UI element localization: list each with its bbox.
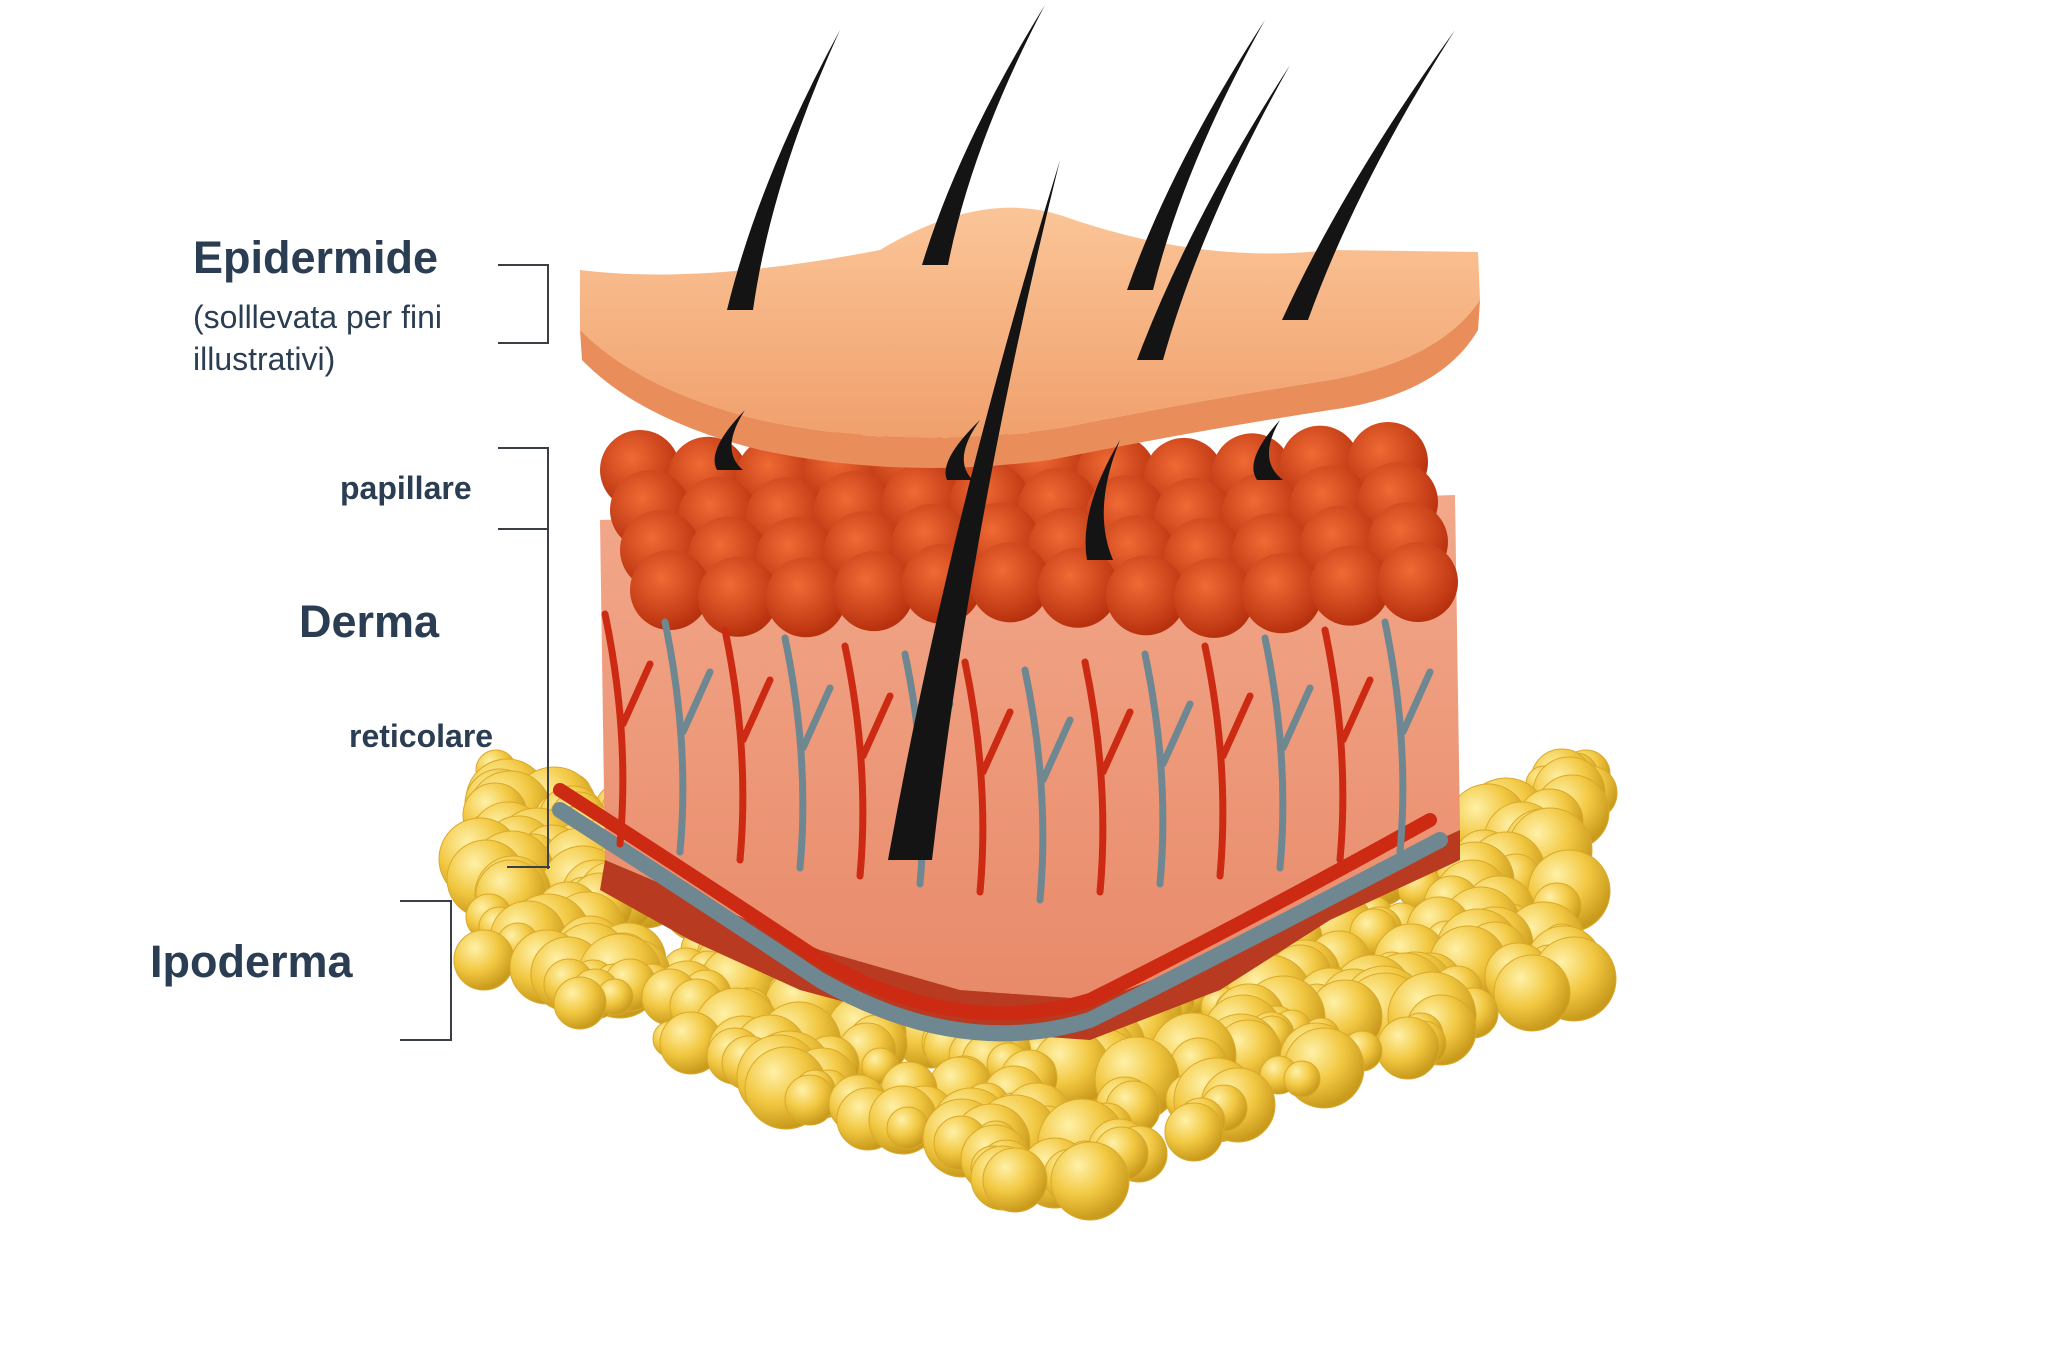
dermal-papilla — [766, 557, 846, 638]
vein-branch — [1381, 618, 1434, 856]
hair-shaft — [922, 5, 1045, 265]
label-hypodermis: Ipoderma — [150, 936, 353, 987]
hair-shaft — [888, 160, 1060, 860]
hair-shaft — [1085, 440, 1120, 560]
fat-lobule — [982, 1147, 1048, 1213]
label-dermis: Derma — [299, 596, 440, 647]
artery-branch — [1321, 626, 1374, 864]
bracket-papillary-divider — [498, 528, 548, 530]
dermal-papilla — [1378, 542, 1458, 623]
artery-branch — [1201, 642, 1254, 880]
dermal-papilla — [970, 542, 1050, 623]
dermal-papilla — [630, 550, 710, 630]
label-epidermis: Epidermide — [193, 232, 439, 283]
fat-lobule — [1283, 1060, 1321, 1098]
hair-shaft — [1137, 65, 1290, 360]
label-epidermis-note-1: (solllevata per fini — [193, 299, 442, 335]
dermal-papilla — [1106, 555, 1186, 636]
hair-shaft — [714, 410, 745, 470]
dermal-papilla — [1174, 557, 1254, 638]
vein-branch — [1021, 666, 1074, 904]
hair-shaft — [1127, 20, 1265, 290]
bracket-dermis — [498, 447, 549, 869]
epidermis-slab — [580, 207, 1480, 468]
dermal-papilla — [1310, 545, 1390, 626]
vein-branch — [1261, 634, 1314, 872]
label-reticular: reticolare — [349, 718, 494, 754]
fat-lobule — [1376, 1016, 1440, 1080]
label-papillary: papillare — [340, 470, 472, 506]
fat-lobule — [1050, 1141, 1130, 1221]
vein-branch — [1141, 650, 1194, 888]
artery-branch — [961, 658, 1014, 896]
dermal-papilla — [698, 556, 778, 637]
fat-lobule — [1493, 954, 1571, 1032]
vein-plexus — [552, 802, 1448, 1042]
fat-lobule — [453, 929, 515, 991]
fat-lobule — [1164, 1102, 1224, 1162]
vein-branch — [661, 618, 714, 856]
bracket-dermis-bottom — [507, 866, 550, 868]
artery-branch — [721, 626, 774, 864]
fat-lobule — [886, 1106, 930, 1150]
artery-branch — [841, 642, 894, 880]
hair-shaft — [945, 420, 980, 480]
hair-shaft — [1253, 420, 1283, 480]
dermal-papilla — [1242, 553, 1322, 634]
artery-plexus — [553, 783, 1437, 1021]
hair-shaft — [1282, 30, 1455, 320]
hairs — [714, 5, 1455, 860]
dermal-papilla — [1038, 547, 1118, 628]
label-epidermis-note-2: illustrativi) — [193, 341, 336, 377]
vein-branch — [781, 634, 834, 872]
bracket-epidermis — [498, 264, 549, 344]
fat-lobule — [784, 1074, 836, 1126]
fat-lobule — [553, 976, 607, 1030]
hair-shaft — [727, 30, 840, 310]
bracket-hypodermis — [400, 900, 452, 1041]
artery-branch — [1081, 658, 1134, 896]
artery-branch — [601, 610, 654, 848]
dermal-papilla — [834, 551, 914, 632]
